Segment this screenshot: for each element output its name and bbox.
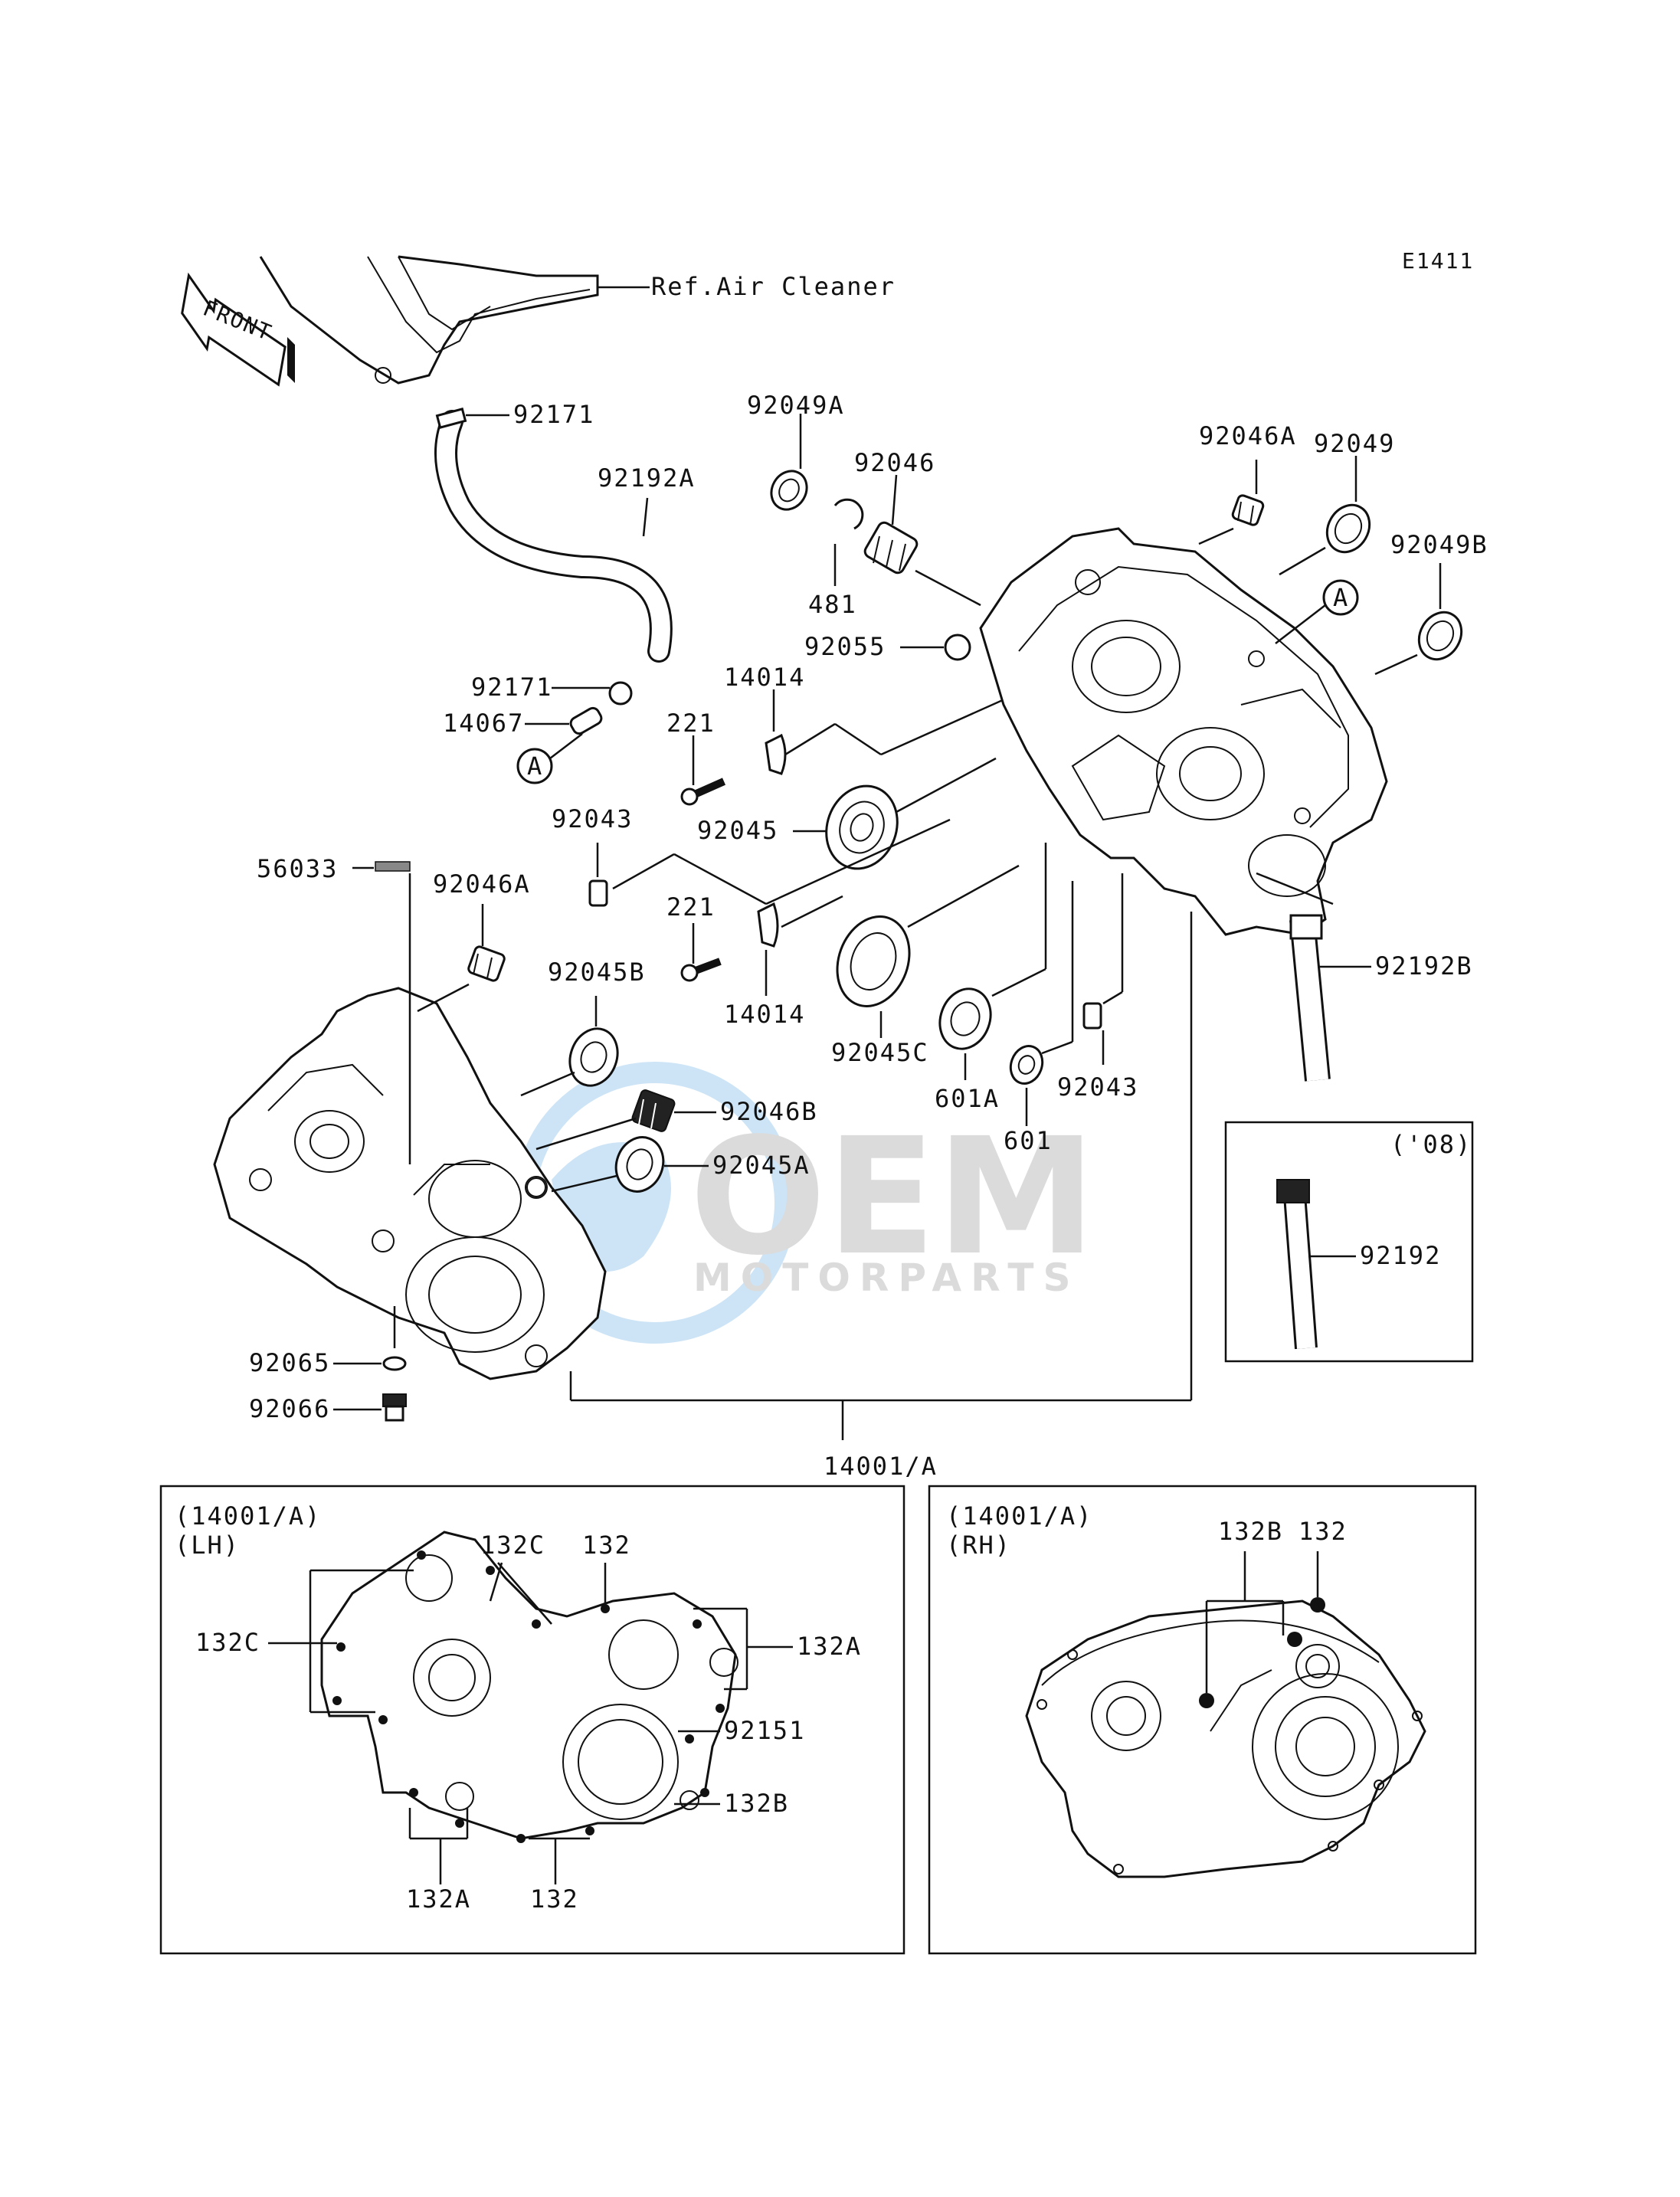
label-92045B: 92045B [548,958,646,987]
bearing-92046A-top [1231,494,1265,526]
screw-221-bot [680,958,722,982]
label-92046A-top: 92046A [1199,421,1297,450]
bearing-92046A-left [467,945,506,982]
crankcase-right-half [979,527,1388,936]
label-601: 601 [1004,1126,1053,1155]
label-92049B: 92049B [1390,530,1488,559]
label-92046B: 92046B [720,1097,818,1126]
label-92171-top: 92171 [513,400,594,429]
ref-air-cleaner-label: Ref.Air Cleaner [651,272,896,301]
fitting-14067 [569,706,603,735]
bearing-92049A [770,470,808,511]
label-14001A: 14001/A [824,1452,938,1481]
marker-a-left-label: A [527,751,543,781]
label-92049A: 92049A [747,391,845,420]
rh-label-132: 132 [1298,1517,1348,1546]
label-92043-right: 92043 [1057,1072,1138,1102]
inset-rh-title: (14001/A) [946,1501,1092,1531]
inset-rh-box [928,1485,1477,1955]
oring-92055 [944,634,971,661]
label-92045A: 92045A [712,1151,811,1180]
inset-2008-box [1224,1121,1474,1363]
watermark-sub: MOTORPARTS [693,1256,1080,1300]
inset-lh-title: (14001/A) [175,1501,321,1531]
bearing-92045 [825,784,899,870]
label-92192B: 92192B [1375,951,1473,981]
label-14014-bot: 14014 [724,1000,805,1029]
bearing-601 [1009,1045,1044,1085]
washer-92065 [382,1356,407,1371]
label-92192A: 92192A [598,463,696,493]
marker-a-left [516,748,553,784]
plug-92066 [382,1393,407,1422]
label-56033: 56033 [257,854,338,883]
label-92043-left: 92043 [552,804,633,833]
circlip-481 [833,498,864,530]
diagram-code: E1411 [1402,248,1474,273]
label-481: 481 [808,590,857,619]
seal-92049 [1325,503,1371,554]
marker-a-right-label: A [1333,583,1349,612]
watermark-brand: OEM [689,1103,1096,1291]
label-92171-mid: 92171 [471,673,552,702]
bearing-92045B [568,1027,619,1087]
front-arrow-icon: FRONT [181,272,295,387]
bearing-601A [938,987,992,1050]
label-92055: 92055 [804,632,886,661]
label-14067: 14067 [443,709,524,738]
screw-221-top [680,778,726,806]
label-92049: 92049 [1314,429,1395,458]
inset-2008-year: ('08) [1390,1130,1472,1159]
marker-a-right [1322,579,1359,616]
lh-label-132-bot: 132 [530,1884,579,1914]
label-92046: 92046 [854,448,935,477]
clamp-92171-top [435,408,467,429]
crankcase-lh-view [320,1531,738,1843]
rh-label-132B: 132B [1218,1517,1283,1546]
crankcase-rh-view [1025,1597,1426,1878]
dowel-92043-left [588,879,608,907]
bearing-92045C [836,915,911,1007]
lh-label-132C-left: 132C [195,1628,260,1657]
lh-label-92151: 92151 [724,1716,805,1745]
bearing-92046B [631,1089,676,1132]
bearing-92045A [614,1136,665,1193]
label-92045C: 92045C [831,1038,929,1067]
label-221-bot: 221 [666,892,716,922]
lh-label-132C-top: 132C [480,1531,545,1560]
plate-14014-bot [757,902,779,948]
label-92045: 92045 [697,816,778,845]
label-14014-top: 14014 [724,663,805,692]
oring-left [526,1177,546,1197]
inset-lh-box [159,1485,905,1955]
label-plate-56033 [375,861,411,872]
seal-92049B [1417,611,1463,661]
lh-label-132A-bot: 132A [406,1884,471,1914]
hose-92192A [434,410,673,663]
label-92066: 92066 [249,1394,330,1423]
inset-rh-side: (RH) [946,1531,1011,1560]
air-cleaner-fragment [259,255,599,385]
label-92192: 92192 [1360,1241,1441,1270]
plate-14014-top [765,733,787,775]
crankcase-left-half [213,987,607,1380]
label-92065: 92065 [249,1348,330,1377]
bearing-92046 [863,521,919,575]
label-221-top: 221 [666,709,716,738]
lh-label-132A-right: 132A [797,1632,862,1661]
label-92046A-left: 92046A [433,869,531,899]
lh-label-132B: 132B [724,1789,789,1818]
inset-lh-side: (LH) [175,1531,240,1560]
lh-label-132-top: 132 [582,1531,631,1560]
clamp-92171-mid [608,681,633,706]
breather-92192B [1289,914,1331,1082]
breather-92192 [1276,1179,1318,1350]
label-601A: 601A [935,1084,1000,1113]
dowel-92043-right [1082,1002,1102,1030]
